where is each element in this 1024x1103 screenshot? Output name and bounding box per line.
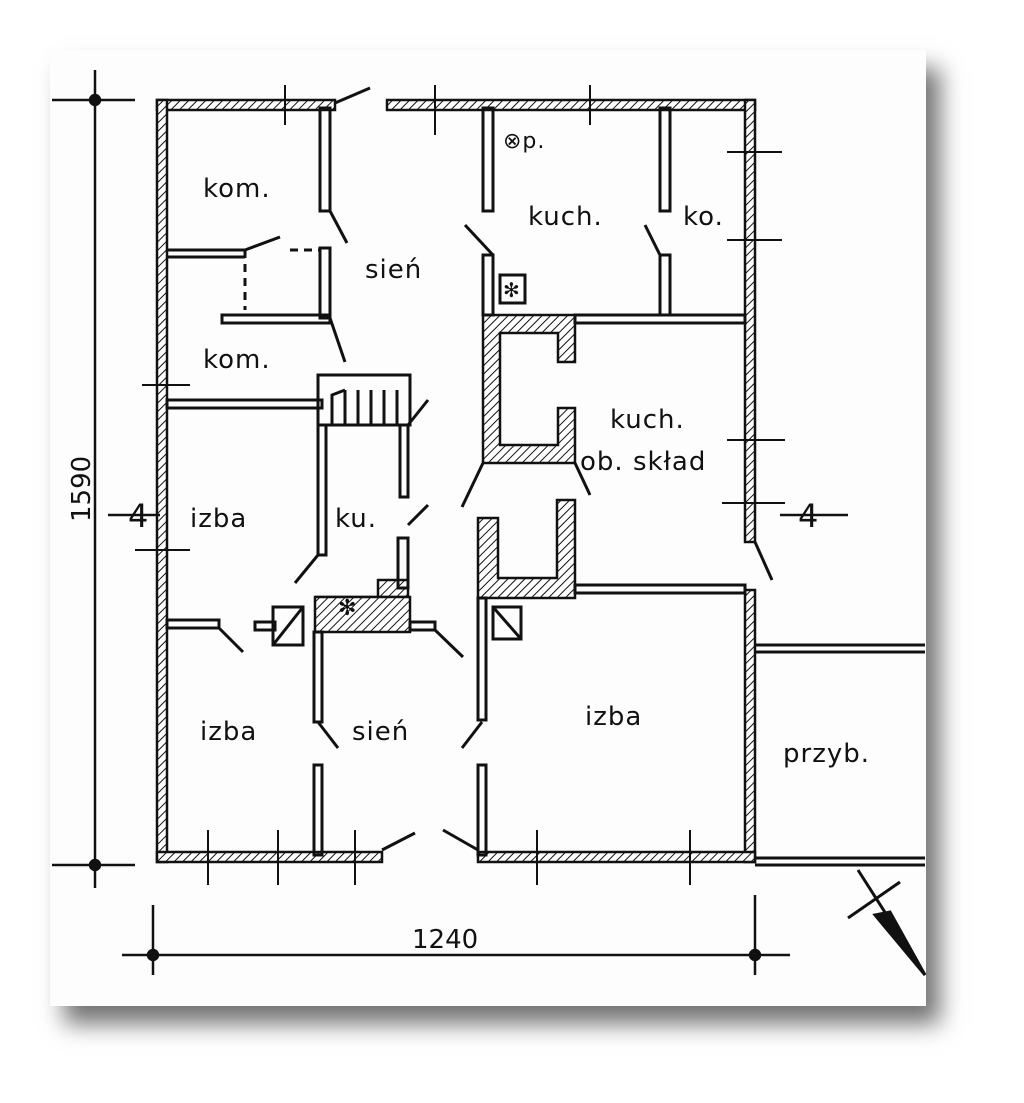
room-label-izba-left: izba (190, 504, 247, 534)
room-label-kom-top: kom. (203, 174, 271, 204)
room-label-kuch-ob-1: kuch. (610, 405, 685, 435)
svg-text:✻: ✻ (338, 596, 356, 621)
section-mark-left: 4 (128, 497, 148, 535)
room-label-kom-bottom: kom. (203, 345, 271, 375)
stair-icon (330, 388, 399, 425)
room-label-przyb: przyb. (783, 739, 870, 769)
room-label-op: ⊗p. (503, 129, 545, 154)
dimension-height: 1590 (67, 456, 97, 522)
room-label-kuch-ob-2: ob. skład (580, 447, 706, 477)
room-label-sien-bottom: sień (352, 717, 409, 747)
room-label-ko: ko. (683, 202, 724, 232)
room-label-sien-top: sień (365, 255, 422, 285)
room-label-kuch: kuch. (528, 202, 603, 232)
dimension-lines (52, 70, 848, 975)
room-label-izba-right: izba (585, 702, 642, 732)
chimney-walls (313, 313, 577, 634)
room-label-izba-bottom-left: izba (200, 717, 257, 747)
svg-text:✻: ✻ (503, 278, 520, 302)
section-mark-right: 4 (798, 497, 818, 535)
room-label-ku: ku. (335, 504, 377, 534)
interior-walls: ✻ ✻ (135, 85, 925, 885)
dimension-width: 1240 (412, 925, 478, 955)
outer-walls (155, 98, 757, 864)
north-arrow-icon (847, 869, 927, 976)
